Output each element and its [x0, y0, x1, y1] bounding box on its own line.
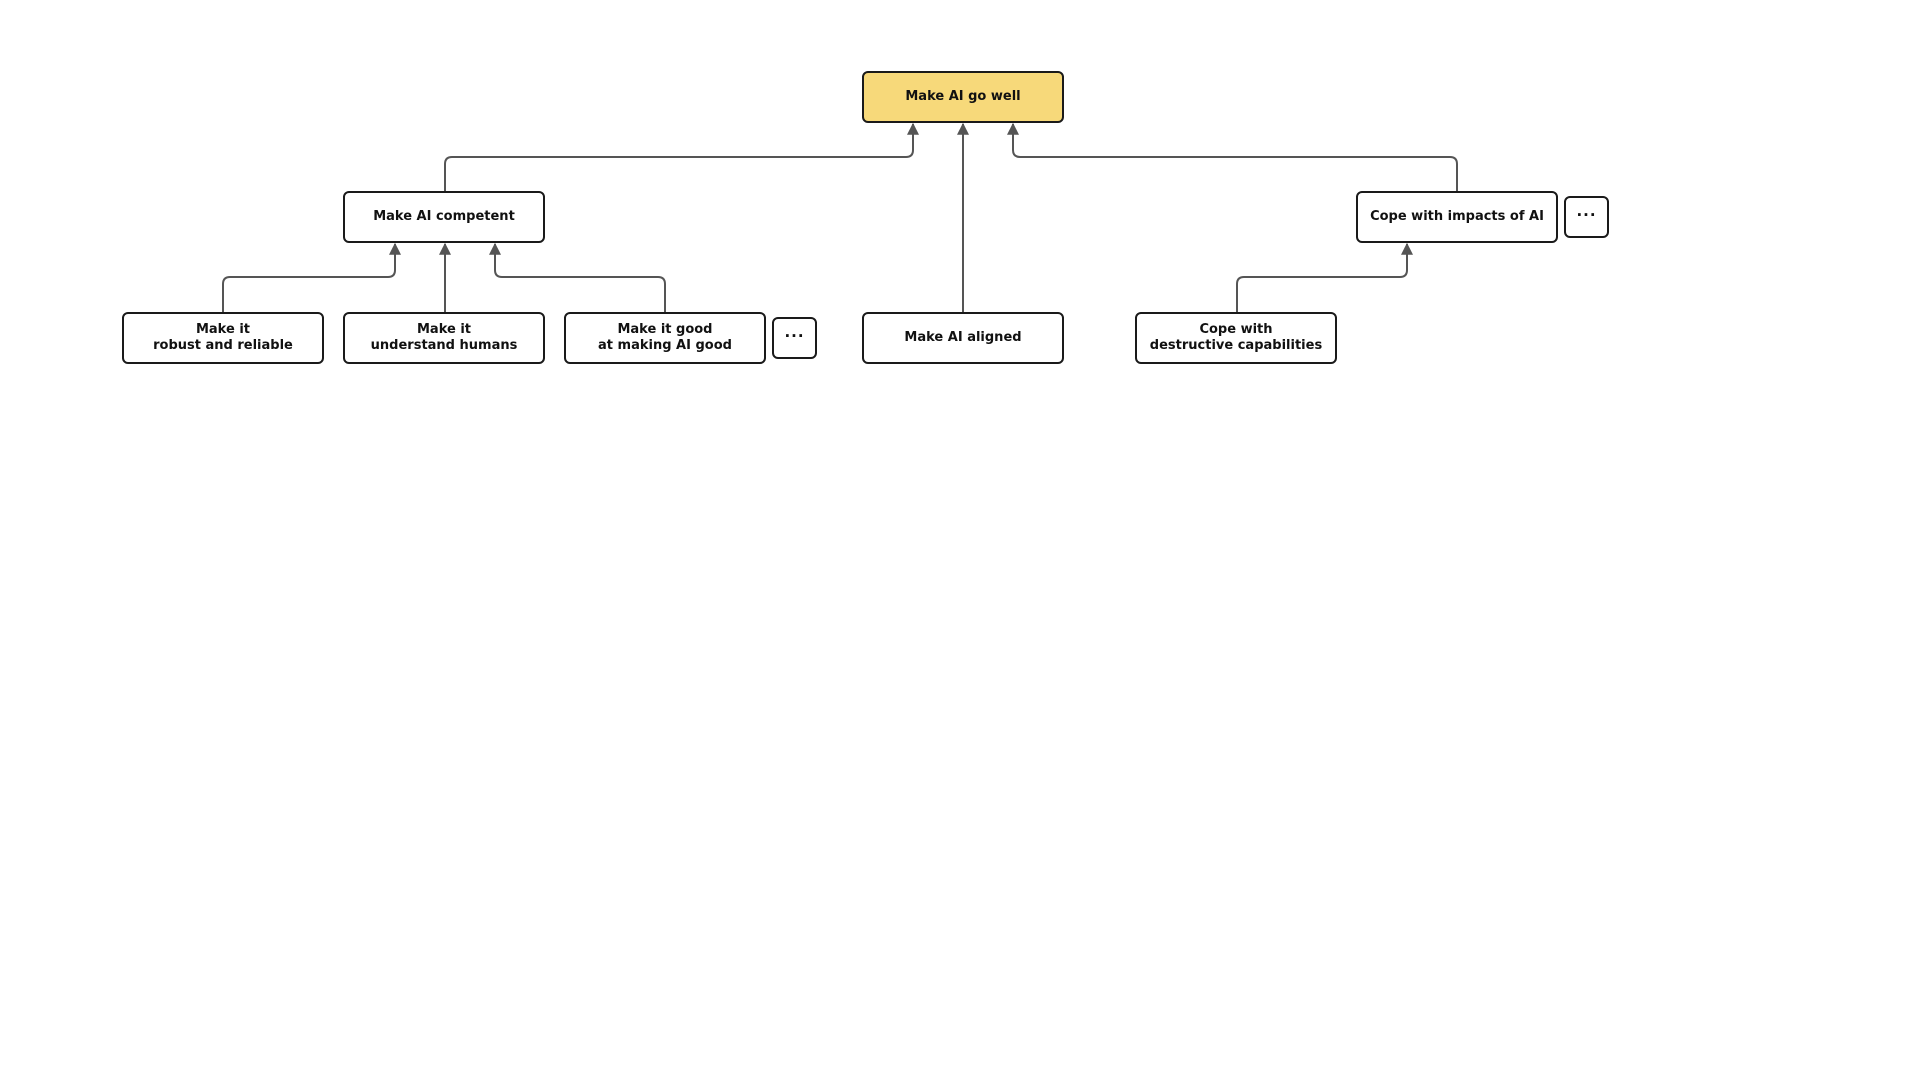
- node-label: Make it robust and reliable: [153, 322, 293, 353]
- edge-good-to-competent: [489, 242, 666, 313]
- node-cope-with-destructive-capabilities[interactable]: Cope with destructive capabilities: [1135, 312, 1337, 364]
- ellipsis-icon: ···: [784, 327, 805, 345]
- edge-destructive-to-impacts: [1236, 242, 1413, 313]
- node-label: Cope with impacts of AI: [1370, 209, 1544, 224]
- edge-competent-to-root: [444, 122, 919, 193]
- node-make-it-understand-humans[interactable]: Make it understand humans: [343, 312, 545, 364]
- more-button-impacts[interactable]: ···: [1564, 196, 1609, 238]
- node-label: Make it good at making AI good: [598, 322, 732, 353]
- node-make-it-good-at-making-ai-good[interactable]: Make it good at making AI good: [564, 312, 766, 364]
- more-button-competent[interactable]: ···: [772, 317, 817, 359]
- ellipsis-icon: ···: [1576, 206, 1597, 224]
- node-label: Cope with destructive capabilities: [1149, 322, 1323, 353]
- node-label: Make AI competent: [373, 209, 515, 224]
- node-make-it-robust[interactable]: Make it robust and reliable: [122, 312, 324, 364]
- edge-robust-to-competent: [222, 242, 401, 313]
- node-label: Make AI aligned: [904, 330, 1022, 345]
- node-label: Make AI go well: [905, 89, 1021, 104]
- node-make-ai-go-well[interactable]: Make AI go well: [862, 71, 1064, 123]
- node-cope-with-impacts[interactable]: Cope with impacts of AI: [1356, 191, 1558, 243]
- edge-impacts-to-root: [1007, 122, 1458, 193]
- node-label: Make it understand humans: [370, 322, 518, 353]
- node-make-ai-competent[interactable]: Make AI competent: [343, 191, 545, 243]
- node-make-ai-aligned[interactable]: Make AI aligned: [862, 312, 1064, 364]
